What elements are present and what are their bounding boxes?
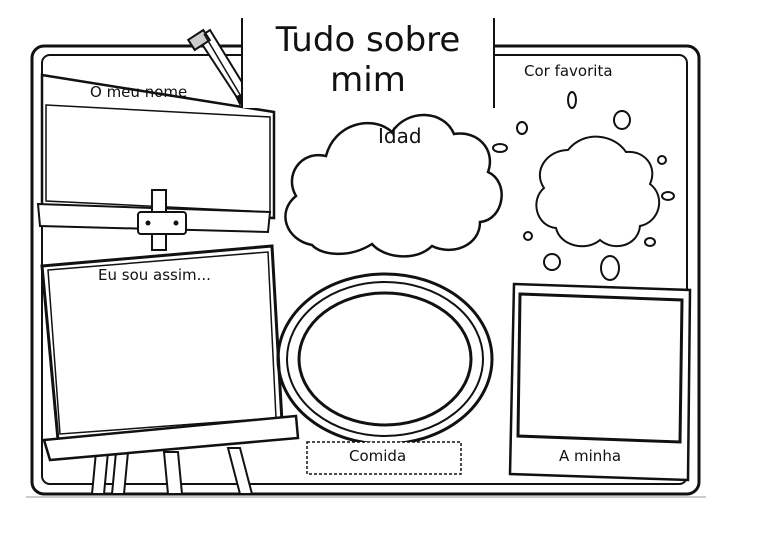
name-label: O meu nome <box>90 83 188 101</box>
easel-icon <box>90 189 254 495</box>
name-board <box>36 73 276 234</box>
cloud-icon <box>284 113 503 258</box>
self-portrait-canvas <box>40 244 300 462</box>
page-title-line-1: Tudo sobre <box>275 20 461 60</box>
age-label: Idad <box>378 124 422 148</box>
photo-frame-icon <box>508 282 692 482</box>
food-label-box <box>306 441 462 475</box>
food-label: Comida <box>349 447 407 465</box>
favorite-color-label: Cor favorita <box>524 62 613 80</box>
photo-label: A minha <box>559 447 622 465</box>
page-title-line-2: mim <box>330 60 406 100</box>
paint-splash-icon <box>492 91 675 281</box>
self-portrait-label: Eu sou assim... <box>98 266 211 284</box>
title-tab: Tudo sobre mim <box>241 18 495 108</box>
